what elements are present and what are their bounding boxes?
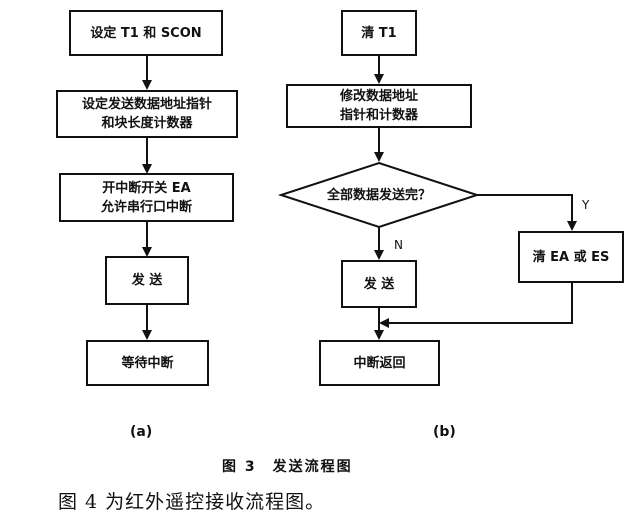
body-text: 图 4 为红外遥控接收流程图。 — [58, 491, 326, 513]
a-step3-line1: 开中断开关 EA — [102, 180, 191, 196]
b-step-send: 发 送 — [341, 260, 417, 308]
b-send-label: 发 送 — [363, 276, 395, 292]
b-step-clear-ea-es: 清 EA 或 ES — [518, 231, 624, 283]
a-step-set-t1-scon: 设定 T1 和 SCON — [69, 10, 223, 56]
figure-caption: 图 3 发送流程图 — [222, 459, 353, 475]
b-step-interrupt-return: 中断返回 — [319, 340, 440, 386]
a-step-wait-interrupt: 等待中断 — [86, 340, 209, 386]
a-step2-line2: 和块长度计数器 — [101, 116, 193, 131]
b-step1-label: 清 T1 — [361, 25, 397, 41]
arrow-b-yes — [477, 194, 577, 231]
decision-diamond — [277, 161, 481, 229]
a-step3-line2: 允许串行口中断 — [100, 199, 192, 215]
arrow-b-merge — [379, 283, 573, 328]
b-caption: (b) — [433, 424, 456, 440]
b-step-clear-t1: 清 T1 — [341, 10, 417, 56]
decision-label: 全部数据发送完？ — [306, 184, 452, 206]
a-step4-label: 发 送 — [131, 273, 163, 288]
b-clear-label: 清 EA 或 ES — [532, 249, 610, 265]
b-yes-label: Y — [582, 198, 590, 212]
a-step-set-pointer: 设定发送数据地址指针 和块长度计数器 — [56, 90, 238, 138]
a-step-send: 发 送 — [105, 256, 189, 305]
b-return-label: 中断返回 — [353, 355, 406, 371]
a-caption: (a) — [130, 424, 153, 440]
a-step2-line1: 设定发送数据地址指针 — [81, 97, 212, 112]
b-step2-line2: 指针和计数器 — [339, 108, 418, 123]
b-decision-text: 全部数据发送完？ — [326, 187, 431, 203]
a-step5-label: 等待中断 — [121, 355, 174, 371]
a-step1-label: 设定 T1 和 SCON — [90, 25, 202, 41]
a-step-enable-interrupt: 开中断开关 EA 允许串行口中断 — [59, 173, 234, 222]
b-step2-line1: 修改数据地址 — [339, 89, 418, 104]
b-step-modify-pointer: 修改数据地址 指针和计数器 — [286, 84, 472, 128]
b-no-label: N — [394, 238, 403, 252]
